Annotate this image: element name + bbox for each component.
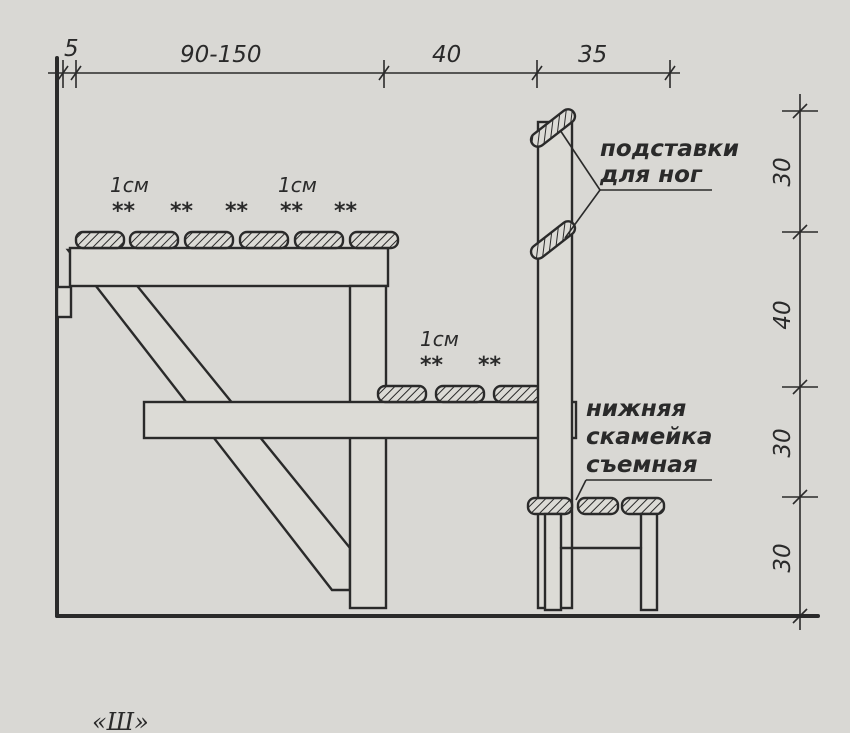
lower-bench-note-line2: скамейка xyxy=(586,424,712,450)
gap-mark-7: ** xyxy=(478,353,502,378)
dim-30-bottom: 30 xyxy=(770,543,796,572)
middle-bench-beam xyxy=(142,400,578,440)
right-dimension-line xyxy=(782,94,818,630)
dim-30-top: 30 xyxy=(770,157,796,186)
lower-removable-bench xyxy=(526,496,666,612)
dim-40-horizontal: 40 xyxy=(432,42,461,68)
lower-bench-note-line3: съемная xyxy=(586,452,698,478)
footrest-leader xyxy=(559,129,712,239)
figure-caption: «Ш» xyxy=(92,708,149,733)
footrest-note-line1: подставки xyxy=(600,136,739,162)
middle-bench-slats xyxy=(376,384,544,404)
dim-90-150: 90-150 xyxy=(180,42,261,68)
top-dimension-line xyxy=(48,60,680,88)
gap-mark-3: ** xyxy=(225,199,249,224)
lower-bench-note-line1: нижняя xyxy=(586,396,687,422)
gap-label-2: 1см xyxy=(278,173,317,197)
footrest-lower xyxy=(529,220,577,260)
dim-35: 35 xyxy=(578,42,607,68)
gap-mark-6: ** xyxy=(420,353,444,378)
gap-mark-2: ** xyxy=(170,199,194,224)
wall-cleat xyxy=(55,285,73,319)
footrest-note-line2: для ног xyxy=(599,162,703,188)
upper-bench-leg xyxy=(348,284,388,610)
footrest-upper xyxy=(529,108,577,148)
dim-30-middle: 30 xyxy=(770,428,796,457)
gap-label-3: 1см xyxy=(420,327,459,351)
dim-40-vertical: 40 xyxy=(770,300,796,329)
upper-bench-beam xyxy=(68,246,390,288)
gap-label-1: 1см xyxy=(110,173,149,197)
upper-bench-slats xyxy=(74,230,400,250)
gap-mark-4: ** xyxy=(280,199,304,224)
dim-5: 5 xyxy=(64,36,79,62)
lower-bench-leader xyxy=(575,479,712,501)
gap-mark-5: ** xyxy=(334,199,358,224)
gap-mark-1: ** xyxy=(112,199,136,224)
